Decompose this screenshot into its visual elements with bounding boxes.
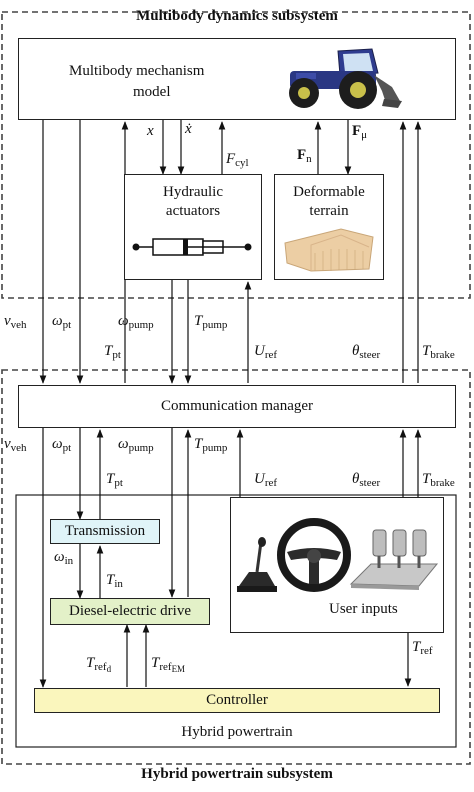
signal-tbrake-lower: Tbrake [422, 471, 455, 489]
hydraulic-label-2: actuators [165, 203, 221, 219]
signal-xdot: ẋ [185, 121, 192, 137]
controller-block: Controller [34, 688, 440, 713]
signal-vveh-lower: vveh [4, 436, 27, 454]
user-inputs-label: User inputs [329, 601, 398, 617]
signal-theta-upper: θsteer [352, 343, 381, 361]
hydraulic-actuators-block: Hydraulic actuators [124, 174, 262, 280]
steering-wheel-icon [277, 518, 351, 592]
diesel-electric-drive-label: Diesel-electric drive [68, 603, 191, 619]
hydraulic-cylinder-icon [132, 238, 252, 256]
signal-tpump-lower: Tpump [194, 436, 228, 454]
deformable-terrain-block: Deformable terrain [274, 174, 384, 280]
signal-wpump-lower: ωpump [118, 436, 154, 454]
signal-uref-lower: Uref [254, 471, 278, 489]
gear-shift-icon [237, 537, 277, 592]
diesel-electric-drive-block: Diesel-electric drive [50, 598, 210, 625]
multibody-subsystem-title: Multibody dynamics subsystem [136, 8, 338, 24]
hybrid-powertrain-label: Hybrid powertrain [181, 724, 293, 740]
terrain-label-2: terrain [309, 203, 349, 219]
signal-fcyl: Fcyl [226, 151, 249, 169]
signal-tpt-lower: Tpt [106, 471, 123, 489]
communication-manager-block: Communication manager [18, 385, 456, 428]
multibody-model-label-2: model [133, 84, 171, 100]
terrain-icon [284, 228, 374, 272]
signal-uref-upper: Uref [254, 343, 278, 361]
hybrid-subsystem-frame [1, 369, 471, 765]
communication-manager-label: Communication manager [160, 398, 314, 414]
terrain-label-1: Deformable [293, 184, 365, 200]
signal-vveh-upper: vveh [4, 313, 27, 331]
signal-tin: Tin [106, 572, 123, 590]
multibody-model-label-1: Multibody mechanism [69, 63, 205, 79]
signal-fn: Fn [297, 147, 312, 165]
signal-wpt-upper: ωpt [52, 313, 72, 331]
signal-fmu: Fμ [352, 123, 368, 141]
transmission-label: Transmission [64, 523, 146, 539]
multibody-subsystem-frame [1, 11, 471, 299]
controller-label: Controller [206, 692, 268, 708]
tractor-icon [289, 48, 402, 109]
signal-trefd: Trefd [86, 655, 112, 674]
hybrid-subsystem-title: Hybrid powertrain subsystem [141, 766, 333, 782]
signal-theta-lower: θsteer [352, 471, 381, 489]
user-inputs-block: User inputs [230, 497, 444, 633]
signal-win: ωin [54, 549, 74, 567]
signal-tref: Tref [412, 639, 433, 657]
signal-wpump-upper: ωpump [118, 313, 154, 331]
pedals-icon [349, 529, 439, 590]
hybrid-powertrain-box [15, 494, 457, 748]
signal-wpt-lower: ωpt [52, 436, 72, 454]
multibody-model-block: Multibody mechanism model [18, 38, 456, 120]
signal-tbrake-upper: Tbrake [422, 343, 455, 361]
signal-tpt-upper: Tpt [104, 343, 121, 361]
signal-tpump-upper: Tpump [194, 313, 228, 331]
hydraulic-label-1: Hydraulic [163, 184, 223, 200]
signal-trefem: TrefEM [151, 655, 186, 674]
signal-x: x [147, 123, 154, 139]
transmission-block: Transmission [50, 519, 160, 544]
